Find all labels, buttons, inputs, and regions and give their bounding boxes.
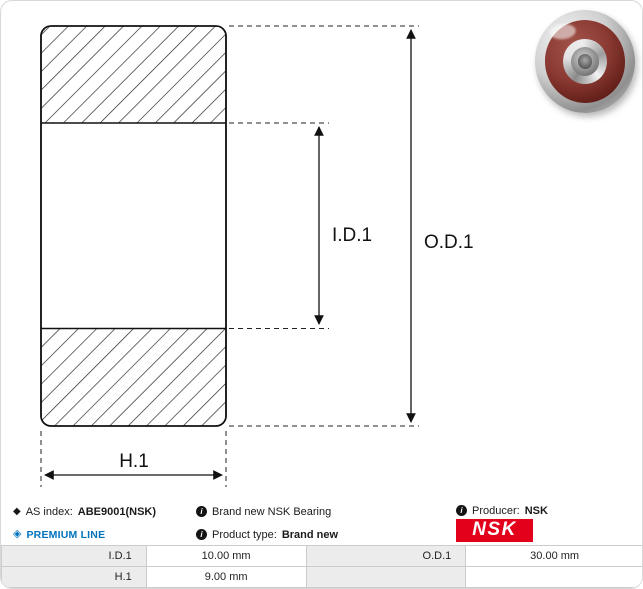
info-column-middle: i Brand new NSK Bearing i Product type: … <box>196 502 456 544</box>
dimensions-table: I.D.1 10.00 mm O.D.1 30.00 mm H.1 9.00 m… <box>1 545 642 588</box>
table-row: I.D.1 10.00 mm O.D.1 30.00 mm <box>1 545 642 567</box>
nsk-logo: NSK <box>456 518 533 542</box>
as-index-icon: ◆ <box>13 505 21 517</box>
dim-value-cell: 30.00 mm <box>465 545 642 567</box>
info-icon: i <box>456 505 467 517</box>
dim-label-cell <box>305 566 467 588</box>
top-ring-section <box>41 26 226 123</box>
bearing-cross-section-diagram: I.D.1 O.D.1 H.1 <box>40 25 474 487</box>
dim-value-cell: 10.00 mm <box>145 545 307 567</box>
bearing-photo <box>529 5 641 118</box>
producer-value: NSK <box>524 504 548 517</box>
info-column-right: i Producer: NSK NSK <box>456 502 548 544</box>
as-index-row: ◆ AS index: ABE9001(NSK) <box>13 504 196 519</box>
bottom-ring-section <box>41 329 226 426</box>
as-index-label: AS index: <box>25 505 73 518</box>
product-type-value: Brand new <box>281 528 339 541</box>
as-index-value: ABE9001(NSK) <box>77 505 157 518</box>
info-icon: i <box>196 506 207 517</box>
table-row: H.1 9.00 mm <box>1 566 642 588</box>
producer-label: Producer: <box>472 504 520 517</box>
dim-value-cell: 9.00 mm <box>145 566 307 588</box>
extension-lines <box>40 25 419 487</box>
info-column-left: ◆ AS index: ABE9001(NSK) ◈ PREMIUM LINE <box>13 502 196 544</box>
height-label: H.1 <box>119 451 149 472</box>
brand-new-text: Brand new NSK Bearing <box>212 505 332 518</box>
hatched-ring-sections <box>41 26 226 426</box>
product-info-bar: ◆ AS index: ABE9001(NSK) ◈ PREMIUM LINE … <box>1 499 642 546</box>
premium-gem-icon: ◈ <box>13 528 22 540</box>
product-type-row: i Product type: Brand new <box>196 527 456 542</box>
premium-line-label: PREMIUM LINE <box>26 528 106 541</box>
producer-row: i Producer: NSK <box>456 504 548 518</box>
dim-label-cell: I.D.1 <box>1 545 147 567</box>
dim-label-cell: H.1 <box>1 566 147 588</box>
dim-label-cell: O.D.1 <box>305 545 467 567</box>
premium-line-row: ◈ PREMIUM LINE <box>13 527 196 542</box>
inner-diameter-label: I.D.1 <box>332 225 372 246</box>
info-icon: i <box>196 529 207 540</box>
outer-diameter-label: O.D.1 <box>424 232 474 253</box>
product-type-label: Product type: <box>212 528 277 541</box>
brand-new-row: i Brand new NSK Bearing <box>196 504 456 519</box>
dim-value-cell <box>465 566 642 588</box>
